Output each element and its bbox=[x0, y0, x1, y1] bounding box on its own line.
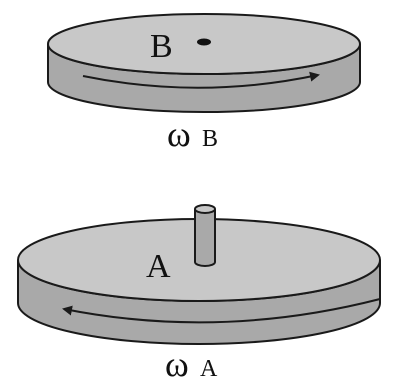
omega-b-symbol: ω bbox=[167, 114, 191, 154]
disk-b-pivot-point bbox=[197, 38, 211, 46]
shaft-body bbox=[194, 209, 216, 267]
disk-b: B bbox=[47, 13, 361, 113]
disk-b-rotation-arrow bbox=[82, 71, 320, 89]
omega-a-subscript: A bbox=[200, 356, 218, 382]
omega-b-subscript: B bbox=[202, 126, 218, 152]
disk-a-label: A bbox=[146, 248, 171, 285]
disk-b-label: B bbox=[150, 28, 173, 65]
omega-a-label: ω A bbox=[165, 344, 218, 384]
disk-a-shaft bbox=[194, 204, 216, 267]
shaft-top bbox=[194, 204, 216, 214]
disk-a-rotation-arrow bbox=[62, 298, 381, 324]
omega-b-label: ω B bbox=[167, 114, 218, 154]
omega-a-symbol: ω bbox=[165, 344, 189, 384]
disk-a: A bbox=[17, 204, 381, 345]
